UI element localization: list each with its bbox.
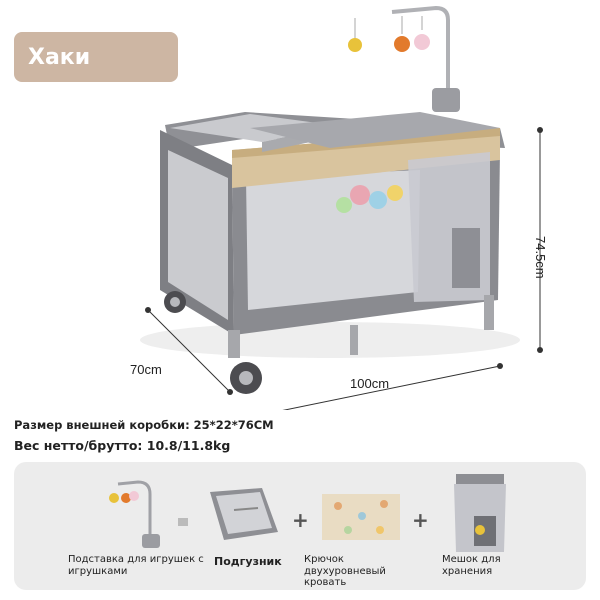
storage-bag-icon xyxy=(454,474,506,552)
accessory-label-changing-table: Подгузник xyxy=(214,555,282,568)
accessory-label-mattress: Крючок двухуровневый кровать xyxy=(304,554,386,588)
playpen-crib-illustration xyxy=(140,5,543,410)
length-dimension-label: 100cm xyxy=(350,376,390,391)
toy-mobile-icon xyxy=(109,480,188,548)
color-variant-tag: Хаки xyxy=(14,32,178,82)
plus-sign: + xyxy=(412,508,429,532)
mattress-pad-icon xyxy=(322,494,400,540)
accessory-label-storage-bag: Мешок для хранения xyxy=(442,554,501,577)
changing-table-icon xyxy=(210,488,278,540)
height-dimension-label: 74.5cm xyxy=(533,236,548,279)
accessories-panel: + + Подставка для игрушек с игрушками По… xyxy=(14,462,586,590)
accessory-label-toy-mobile: Подставка для игрушек с игрушками xyxy=(68,554,204,577)
plus-sign: + xyxy=(292,508,309,532)
width-dimension-label: 70cm xyxy=(130,362,162,377)
weight-text: Вес нетто/брутто: 10.8/11.8kg xyxy=(14,438,231,453)
box-size-text: Размер внешней коробки: 25*22*76CM xyxy=(14,418,274,432)
